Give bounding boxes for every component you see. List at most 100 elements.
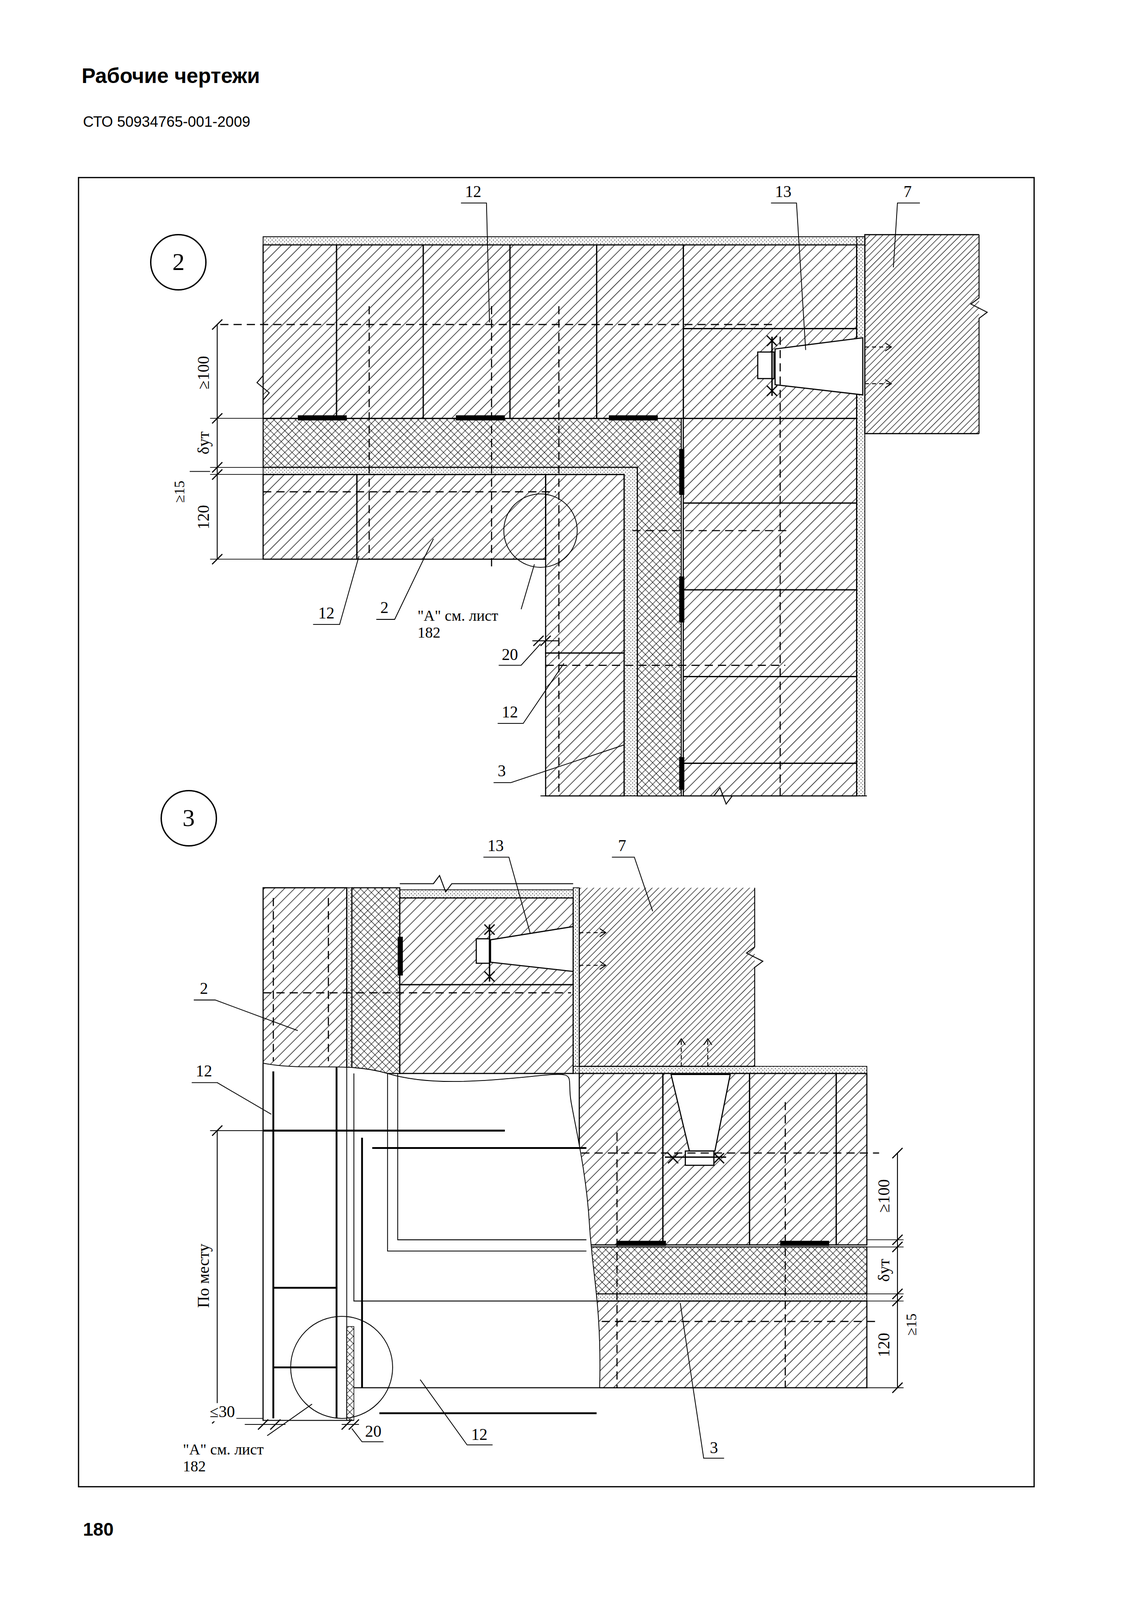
callout-number: 2 — [198, 979, 210, 998]
callout-number: 12 — [194, 1062, 214, 1080]
leader-line — [193, 1000, 298, 1031]
dimension-tick — [212, 554, 223, 565]
dimension-tick — [348, 1419, 359, 1430]
dimension-tick — [258, 1419, 269, 1430]
anchor-bolt — [680, 1038, 682, 1067]
detail-number: 2 — [172, 249, 185, 275]
wall-edge — [262, 1063, 264, 1421]
dimension: ≥15 — [171, 479, 187, 504]
reinforcement-bar — [273, 1286, 337, 1289]
reinforcement-bar — [263, 1129, 505, 1132]
detail-number-circle: 3 — [160, 789, 218, 847]
bracket-plate — [476, 938, 490, 964]
callout-number: 3 — [708, 1438, 720, 1457]
standard-code: СТО 50934765-001-2009 — [81, 114, 252, 131]
gas-concrete-block — [683, 244, 857, 329]
dimension-tick — [212, 1125, 223, 1136]
layer-edge — [397, 1073, 587, 1240]
break-line — [540, 787, 867, 805]
leader-line — [483, 856, 531, 934]
flexible-tie — [297, 415, 347, 421]
callout-number: 2 — [378, 599, 390, 618]
dimension: 120 — [875, 1331, 893, 1359]
plaster-layer — [579, 1293, 867, 1302]
gas-concrete-block — [423, 244, 510, 419]
insulation-layer — [579, 1246, 867, 1294]
leader-line — [313, 555, 360, 625]
dimension: ≤30 — [208, 1403, 237, 1422]
gas-concrete-block — [399, 984, 574, 1074]
wall-edge — [263, 1419, 354, 1421]
gas-concrete-block — [683, 589, 857, 677]
plaster-layer — [573, 887, 580, 1074]
gas-concrete-block — [596, 244, 684, 419]
bracket-body — [670, 1074, 731, 1152]
gas-concrete-block — [749, 1073, 837, 1246]
dimension-tick — [892, 1382, 903, 1393]
flexible-tie — [608, 415, 658, 421]
gas-concrete-block — [663, 1073, 750, 1246]
detail-number: 3 — [182, 805, 195, 831]
plaster-layer — [346, 887, 352, 1074]
bolt-cross — [484, 924, 495, 935]
dimension-tick — [270, 1419, 281, 1430]
dimension: По месту — [195, 1241, 213, 1309]
bolt-cross — [484, 971, 495, 982]
leader-line — [771, 202, 806, 350]
detail-reference: "А" см. лист 182 — [181, 1441, 287, 1475]
reinforcement-mesh — [545, 664, 786, 666]
flexible-tie — [679, 448, 685, 495]
reinforcement-mesh — [368, 306, 370, 560]
flexible-tie — [679, 757, 685, 790]
gas-concrete-block — [336, 244, 424, 419]
anchor-bolt-head — [677, 1038, 686, 1045]
anchor-bolt-head — [885, 379, 892, 388]
reinforcement-bar — [372, 1146, 587, 1149]
flexible-tie — [679, 576, 685, 623]
reinforcement-mesh — [491, 306, 493, 572]
leader-line — [420, 1379, 493, 1445]
reinforcement-mesh — [263, 491, 556, 493]
plaster-layer — [399, 889, 574, 898]
reinforcement-mesh — [263, 992, 571, 994]
bracket-body — [775, 337, 863, 395]
reinforcement-bar — [379, 1412, 597, 1415]
bolt-cross — [668, 1152, 679, 1163]
facing-block — [545, 474, 624, 654]
anchor-bolt-head — [599, 928, 606, 937]
concrete-column — [864, 234, 979, 434]
leader-line — [493, 744, 624, 783]
page-title: Рабочие чертежи — [81, 64, 260, 89]
gas-concrete-block — [836, 1073, 867, 1246]
bolt-cross — [767, 385, 778, 396]
flexible-tie — [617, 1240, 666, 1246]
gas-concrete-block — [399, 897, 574, 985]
callout-number: 12 — [469, 1425, 489, 1444]
callout-number: 7 — [902, 182, 914, 201]
dimension-line — [244, 1423, 286, 1425]
dimension-tick — [892, 1295, 903, 1306]
bracket-body — [490, 926, 574, 971]
dimension-line — [216, 1130, 218, 1419]
cutaway-edge — [263, 1063, 601, 1388]
bolt-cross — [767, 385, 778, 396]
plaster-layer — [263, 236, 865, 245]
anchor-bolt — [579, 932, 606, 934]
gas-concrete-block — [579, 1073, 663, 1246]
dimension-tick — [892, 1241, 903, 1252]
flexible-tie — [397, 936, 403, 976]
dimension: δут — [195, 430, 213, 456]
facing-block — [357, 474, 546, 560]
callout-number: 12 — [316, 604, 337, 623]
anchor-bolt — [864, 383, 892, 384]
wall-edge — [353, 1387, 600, 1389]
flexible-tie — [780, 1240, 830, 1246]
anchor-bolt — [864, 346, 892, 348]
leader-line — [680, 1302, 725, 1458]
detail-callout-circle — [290, 1316, 393, 1419]
bracket-washer — [488, 924, 491, 982]
layer-edge — [387, 1073, 587, 1251]
facing-block — [263, 474, 358, 560]
gas-concrete-block — [683, 503, 857, 590]
dimension-line — [341, 1423, 359, 1425]
